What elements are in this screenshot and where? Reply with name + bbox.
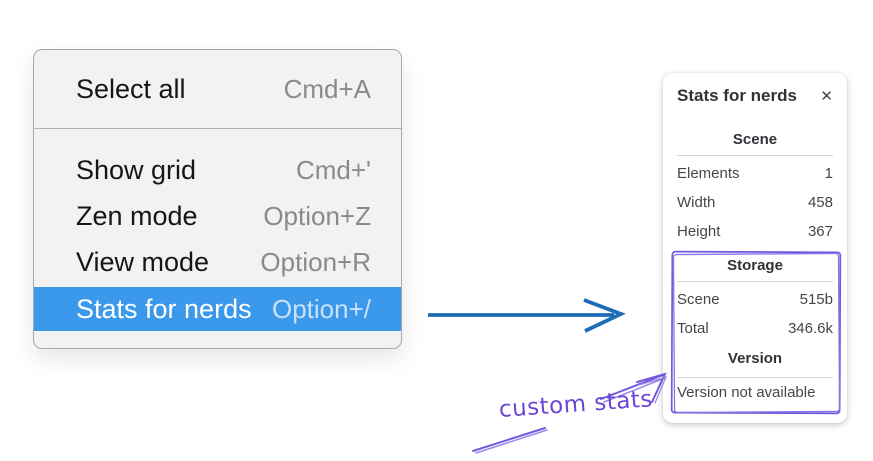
stat-label: Height	[677, 223, 721, 240]
menu-item-select-all[interactable]: Select all Cmd+A	[34, 66, 401, 112]
stat-row-height: Height 367	[677, 217, 833, 246]
section-divider	[677, 377, 833, 378]
menu-item-zen-mode[interactable]: Zen mode Option+Z	[34, 193, 401, 239]
version-message: Version not available	[677, 384, 816, 401]
menu-item-label: Show grid	[76, 154, 197, 185]
menu-item-shortcut: Option+/	[271, 293, 371, 324]
stat-label: Elements	[677, 165, 740, 182]
section-divider	[677, 155, 833, 156]
menu-divider	[34, 128, 401, 129]
stat-value: 367	[807, 223, 833, 240]
stats-panel: Stats for nerds ✕ Scene Elements 1 Width…	[663, 73, 847, 423]
stat-row-storage-total: Total 346.6k	[677, 314, 833, 343]
stat-label: Total	[677, 320, 709, 337]
menu-item-view-mode[interactable]: View mode Option+R	[34, 239, 401, 285]
stat-label: Width	[677, 194, 716, 211]
stat-value: 515b	[799, 291, 833, 308]
menu-item-label: Select all	[76, 73, 186, 104]
menu-item-shortcut: Option+Z	[263, 200, 371, 231]
menu-item-label: Stats for nerds	[76, 293, 252, 324]
storage-section-heading: Storage	[727, 257, 783, 274]
menu-item-shortcut: Option+R	[260, 246, 371, 277]
stat-value: 1	[824, 165, 833, 182]
close-icon[interactable]: ✕	[820, 87, 833, 105]
menu-item-stats-for-nerds[interactable]: Stats for nerds Option+/	[34, 287, 401, 331]
menu-item-shortcut: Cmd+'	[295, 154, 371, 185]
custom-stats-annotation-label: custom stats	[498, 386, 654, 423]
menu-item-label: View mode	[76, 246, 210, 277]
menu-to-panel-arrow-icon	[428, 298, 626, 333]
scene-section-heading: Scene	[732, 131, 778, 148]
stat-value: 346.6k	[787, 320, 833, 337]
menu-item-label: Zen mode	[76, 200, 198, 231]
stats-panel-title: Stats for nerds	[677, 86, 797, 105]
version-section-heading: Version	[727, 350, 783, 367]
stat-row-storage-scene: Scene 515b	[677, 285, 833, 314]
menu-item-show-grid[interactable]: Show grid Cmd+'	[34, 147, 401, 193]
context-menu: Select all Cmd+A Show grid Cmd+' Zen mod…	[33, 49, 402, 349]
stat-row-width: Width 458	[677, 188, 833, 217]
stat-value: 458	[807, 194, 833, 211]
stat-row-elements: Elements 1	[677, 159, 833, 188]
menu-item-shortcut: Cmd+A	[283, 73, 371, 104]
section-divider	[677, 281, 833, 282]
stat-label: Scene	[677, 291, 720, 308]
